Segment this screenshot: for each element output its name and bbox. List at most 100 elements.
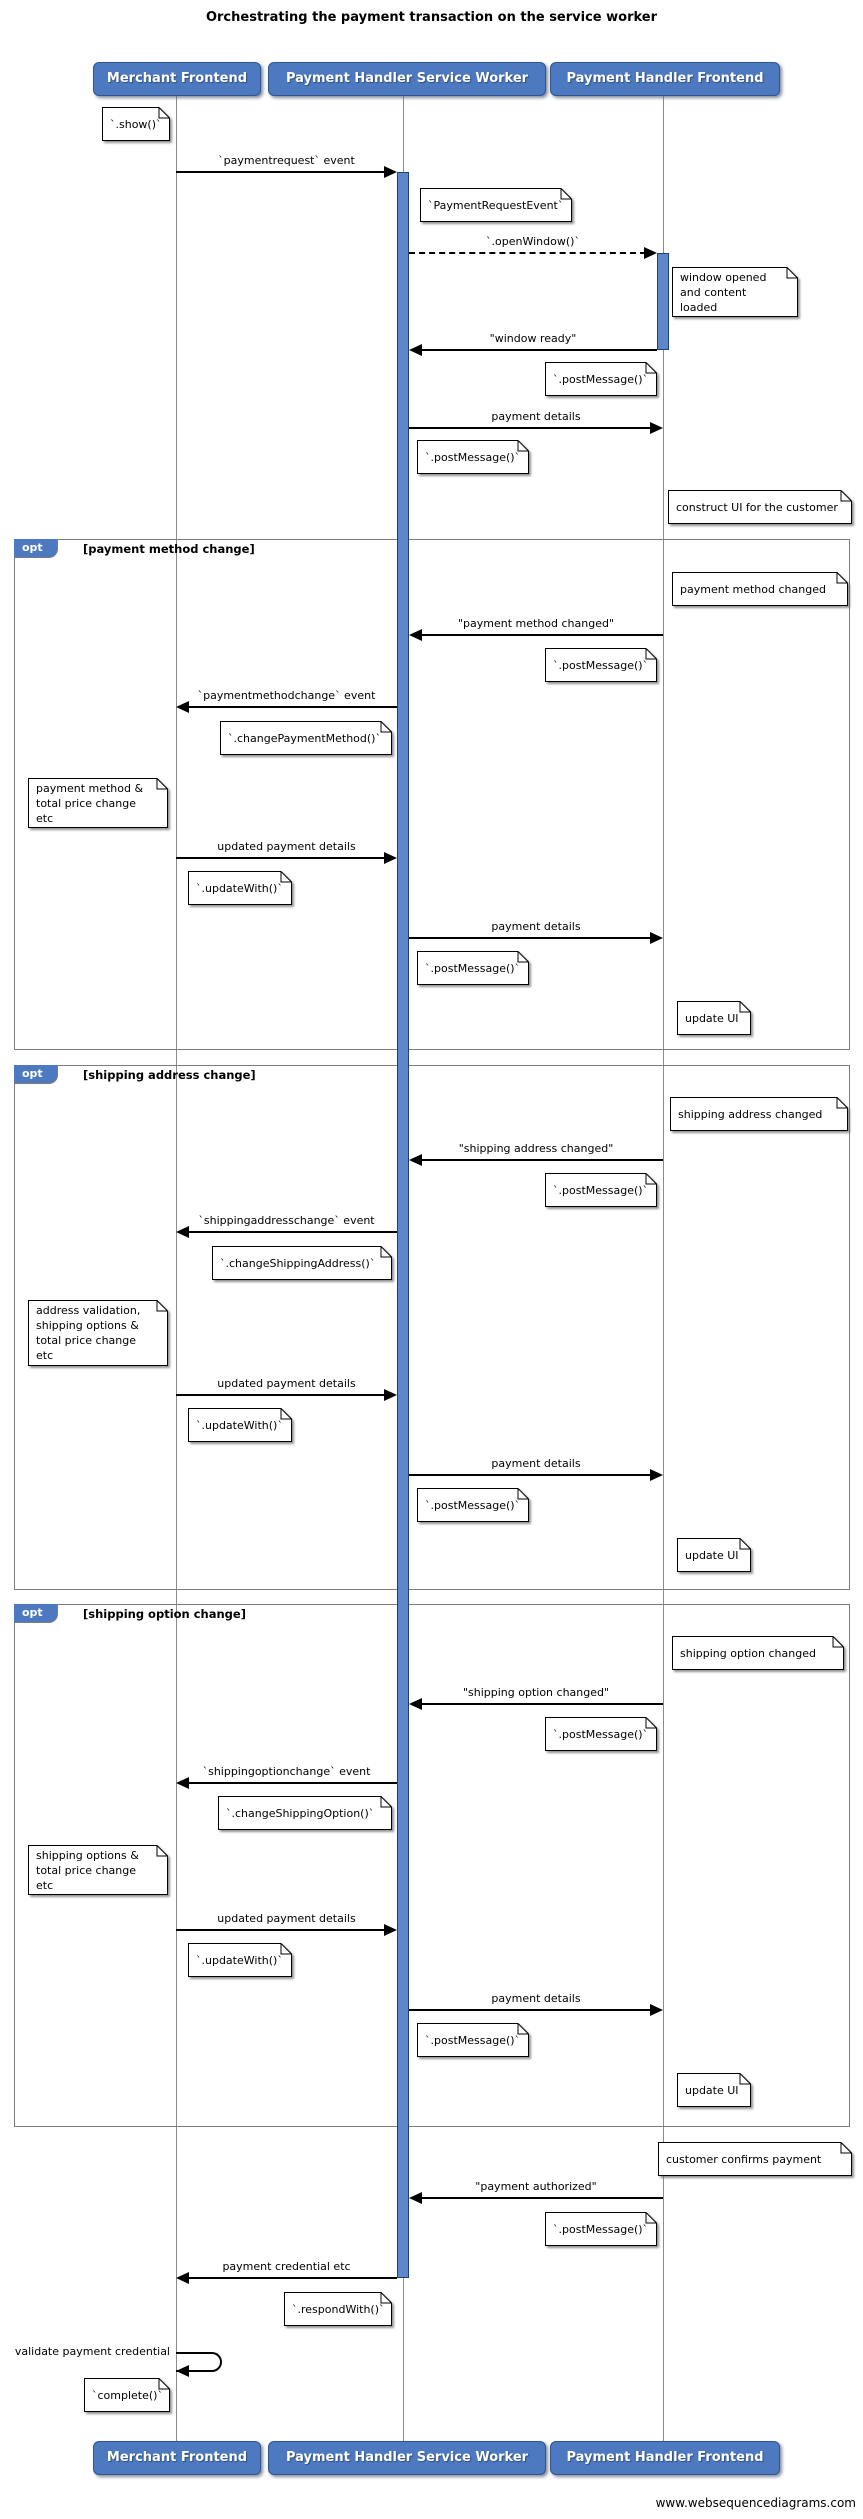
- msg-shippingoptionchange-event-arrowhead: [176, 1777, 189, 1789]
- msg-shipping-option-changed-label: "shipping option changed": [460, 1686, 612, 1699]
- note-postmessage-7-text: `.postMessage()`: [553, 1727, 649, 1741]
- note-changeshippingaddress-shape: [212, 1246, 392, 1280]
- note-shipping-options-total-price-text: shipping options & total price change et…: [36, 1848, 139, 1892]
- msg-updated-payment-details-3-arrowhead: [384, 1924, 397, 1936]
- note-payment-method-total-price: payment method & total price change etc: [28, 778, 168, 828]
- msg-shipping-option-changed-line: [420, 1703, 663, 1705]
- opt-payment-method-change-condition: [payment method change]: [83, 542, 255, 556]
- note-update-ui-2: update UI: [677, 1538, 751, 1572]
- note-updatewith-3-text: `.updateWith()`: [196, 1953, 283, 1967]
- note-postmessage-8-text: `.postMessage()`: [425, 2033, 521, 2047]
- msg-shipping-option-changed-arrowhead: [409, 1698, 422, 1710]
- msg-payment-details-2-line: [409, 937, 652, 939]
- msg-payment-authorized-line: [420, 2197, 663, 2199]
- msg-validate-payment-credential-arrowhead: [176, 2365, 189, 2377]
- note-postmessage-6-text: `.postMessage()`: [425, 1498, 521, 1512]
- msg-openwindow-label: `.openWindow()`: [484, 235, 582, 248]
- msg-shippingaddresschange-event-label: `shippingaddresschange` event: [196, 1214, 377, 1227]
- note-address-validation-shape: [28, 1300, 168, 1366]
- msg-updated-payment-details-2-arrowhead: [384, 1389, 397, 1401]
- note-changeshippingoption: `.changeShippingOption()`: [218, 1796, 392, 1830]
- msg-openwindow-line: [409, 252, 646, 254]
- note-show-text: `.show()`: [110, 117, 162, 131]
- note-complete: `complete()`: [84, 2378, 170, 2412]
- msg-window-ready-line: [420, 349, 657, 351]
- msg-shippingoptionchange-event-line: [187, 1782, 397, 1784]
- note-updatewith-1: `.updateWith()`: [188, 871, 292, 905]
- opt-payment-method-change: [14, 539, 850, 1050]
- note-postmessage-9-shape: [545, 2212, 657, 2246]
- note-update-ui-3-shape: [677, 2073, 751, 2107]
- note-postmessage-3-text: `.postMessage()`: [553, 658, 649, 672]
- note-postmessage-2-shape: [417, 440, 529, 474]
- note-updatewith-3-shape: [188, 1943, 292, 1977]
- watermark: www.websequencediagrams.com: [655, 2496, 856, 2510]
- note-postmessage-6: `.postMessage()`: [417, 1488, 529, 1522]
- note-postmessage-8: `.postMessage()`: [417, 2023, 529, 2057]
- note-update-ui-2-shape: [677, 1538, 751, 1572]
- note-updatewith-2: `.updateWith()`: [188, 1408, 292, 1442]
- msg-payment-method-changed-label: "payment method changed": [455, 617, 617, 630]
- msg-shipping-address-changed-arrowhead: [409, 1154, 422, 1166]
- note-postmessage-7: `.postMessage()`: [545, 1717, 657, 1751]
- activation-payment-handler-frontend: [657, 253, 669, 350]
- actor-payment-handler-service-worker-bottom: Payment Handler Service Worker: [268, 2441, 546, 2475]
- msg-updated-payment-details-1-arrowhead: [384, 852, 397, 864]
- note-show-shape: [102, 107, 170, 141]
- note-postmessage-3: `.postMessage()`: [545, 648, 657, 682]
- msg-payment-credential-etc-line: [187, 2277, 397, 2279]
- msg-paymentrequest-event-arrowhead: [384, 166, 397, 178]
- msg-payment-method-changed-line: [420, 634, 663, 636]
- note-postmessage-5: `.postMessage()`: [545, 1173, 657, 1207]
- note-postmessage-5-text: `.postMessage()`: [553, 1183, 649, 1197]
- note-address-validation-text: address validation, shipping options & t…: [36, 1304, 141, 1362]
- note-complete-text: `complete()`: [92, 2388, 163, 2402]
- msg-updated-payment-details-1-label: updated payment details: [215, 840, 358, 853]
- msg-shippingoptionchange-event-label: `shippingoptionchange` event: [200, 1765, 373, 1778]
- msg-payment-details-4-label: payment details: [489, 1992, 583, 2005]
- note-changepaymentmethod-text: `.changePaymentMethod()`: [228, 731, 381, 745]
- msg-payment-method-changed-arrowhead: [409, 629, 422, 641]
- note-update-ui-1-text: update UI: [685, 1011, 739, 1025]
- note-updatewith-3: `.updateWith()`: [188, 1943, 292, 1977]
- diagram-title: Orchestrating the payment transaction on…: [205, 10, 658, 25]
- note-updatewith-1-text: `.updateWith()`: [196, 881, 283, 895]
- note-construct-ui-text: construct UI for the customer: [676, 500, 838, 514]
- note-paymentrequestevent: `PaymentRequestEvent`: [420, 188, 572, 222]
- opt-shipping-option-change-condition: [shipping option change]: [83, 1607, 246, 1621]
- note-changepaymentmethod: `.changePaymentMethod()`: [220, 721, 392, 755]
- note-payment-method-total-price-shape: [28, 778, 168, 828]
- note-window-opened: window opened and content loaded: [672, 267, 798, 317]
- note-changepaymentmethod-shape: [220, 721, 392, 755]
- opt-shipping-option-change: [14, 1604, 850, 2127]
- note-construct-ui-shape: [668, 490, 852, 524]
- opt-shipping-address-change-condition: [shipping address change]: [83, 1068, 256, 1082]
- note-postmessage-1-shape: [545, 362, 657, 396]
- msg-payment-details-4-line: [409, 2009, 652, 2011]
- note-customer-confirms-payment: customer confirms payment: [658, 2142, 852, 2176]
- note-respondwith: `.respondWith()`: [284, 2292, 392, 2326]
- note-respondwith-shape: [284, 2292, 392, 2326]
- note-updatewith-1-shape: [188, 871, 292, 905]
- note-shipping-address-changed-shape: [670, 1097, 848, 1131]
- activation-service-worker: [397, 172, 409, 2278]
- note-postmessage-3-shape: [545, 648, 657, 682]
- msg-updated-payment-details-3-label: updated payment details: [215, 1912, 358, 1925]
- msg-payment-credential-etc-label: payment credential etc: [220, 2260, 353, 2273]
- msg-updated-payment-details-3-line: [176, 1929, 386, 1931]
- note-updatewith-2-shape: [188, 1408, 292, 1442]
- msg-updated-payment-details-1-line: [176, 857, 386, 859]
- note-update-ui-3-text: update UI: [685, 2083, 739, 2097]
- msg-validate-payment-credential-loop: [176, 2352, 222, 2372]
- msg-payment-authorized-arrowhead: [409, 2192, 422, 2204]
- note-postmessage-1: `.postMessage()`: [545, 362, 657, 396]
- note-postmessage-6-shape: [417, 1488, 529, 1522]
- note-postmessage-1-text: `.postMessage()`: [553, 372, 649, 386]
- actor-merchant-frontend-top: Merchant Frontend: [93, 62, 261, 96]
- opt-shipping-option-change-tab: opt: [14, 1604, 58, 1623]
- note-postmessage-7-shape: [545, 1717, 657, 1751]
- msg-shippingaddresschange-event-arrowhead: [176, 1226, 189, 1238]
- note-customer-confirms-payment-shape: [658, 2142, 852, 2176]
- note-shipping-address-changed-text: shipping address changed: [678, 1107, 823, 1121]
- note-postmessage-9: `.postMessage()`: [545, 2212, 657, 2246]
